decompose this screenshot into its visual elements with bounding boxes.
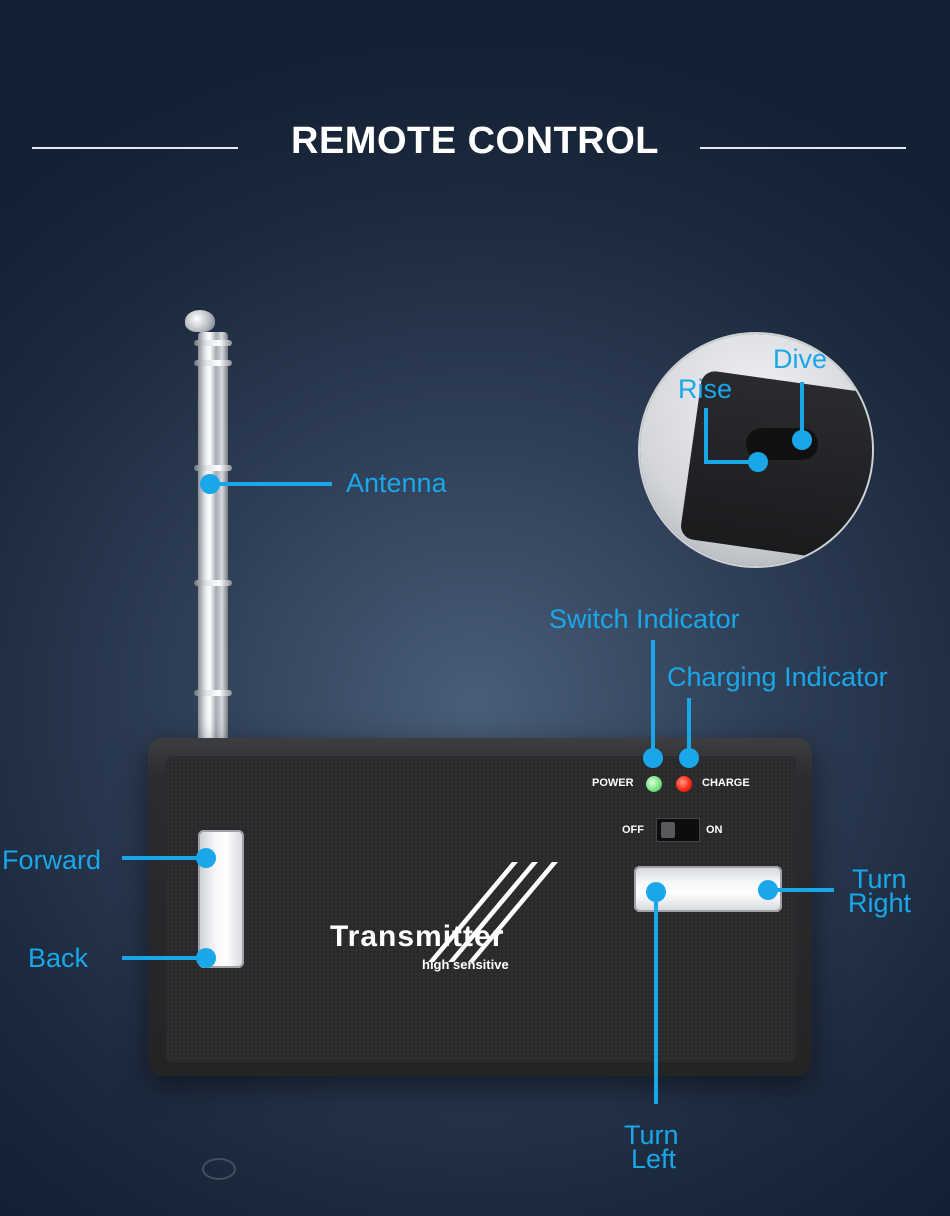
turn-right-label-line1: Turn <box>852 864 907 894</box>
power-label: POWER <box>592 777 634 789</box>
charging-indicator-dot <box>679 748 699 768</box>
rise-callout-line-v <box>704 408 708 464</box>
power-led <box>646 776 662 792</box>
charging-indicator-label: Charging Indicator <box>667 662 888 692</box>
dive-callout-line <box>800 382 804 438</box>
brand-tagline: high sensitive <box>422 957 509 972</box>
rise-dive-inset <box>640 334 872 566</box>
antenna-segment <box>194 690 232 696</box>
on-label: ON <box>706 824 723 836</box>
antenna-segment <box>194 580 232 586</box>
rise-label: Rise <box>678 374 733 404</box>
charging-indicator-line <box>687 698 691 758</box>
antenna-label: Antenna <box>346 468 447 498</box>
forward-callout-line <box>122 856 206 860</box>
forward-callout-dot <box>196 848 216 868</box>
antenna-rod <box>198 332 228 752</box>
dive-label: Dive <box>773 344 828 374</box>
charge-label: CHARGE <box>702 777 750 789</box>
power-switch-knob <box>661 822 675 838</box>
dive-callout-dot <box>792 430 812 450</box>
turn-left-callout-line <box>654 892 658 1104</box>
back-callout-line <box>122 956 206 960</box>
back-label: Back <box>28 943 89 973</box>
heading-rule-right <box>700 147 906 149</box>
antenna-segment <box>194 360 232 366</box>
antenna-segment <box>194 340 232 346</box>
antenna-tip <box>185 310 215 332</box>
back-callout-dot <box>196 948 216 968</box>
turn-right-callout-line <box>768 888 834 892</box>
rise-callout-line-h <box>704 460 754 464</box>
switch-indicator-line <box>651 640 655 758</box>
page-title: REMOTE CONTROL <box>291 120 659 162</box>
brand-name: Transmitter <box>330 920 505 953</box>
turn-left-label-line2: Left <box>631 1144 677 1174</box>
turn-left-label-line1: Turn <box>624 1120 679 1150</box>
turn-right-label-line2: Right <box>848 888 912 918</box>
off-label: OFF <box>622 824 644 836</box>
charge-led <box>676 776 692 792</box>
switch-indicator-label: Switch Indicator <box>549 604 740 634</box>
switch-indicator-dot <box>643 748 663 768</box>
antenna-callout-line <box>210 482 332 486</box>
background-ring-decor <box>202 1158 236 1180</box>
forward-label: Forward <box>2 845 102 875</box>
antenna-segment <box>194 465 232 471</box>
power-switch[interactable] <box>656 818 700 842</box>
rise-callout-dot <box>748 452 768 472</box>
heading-rule-left <box>32 147 238 149</box>
